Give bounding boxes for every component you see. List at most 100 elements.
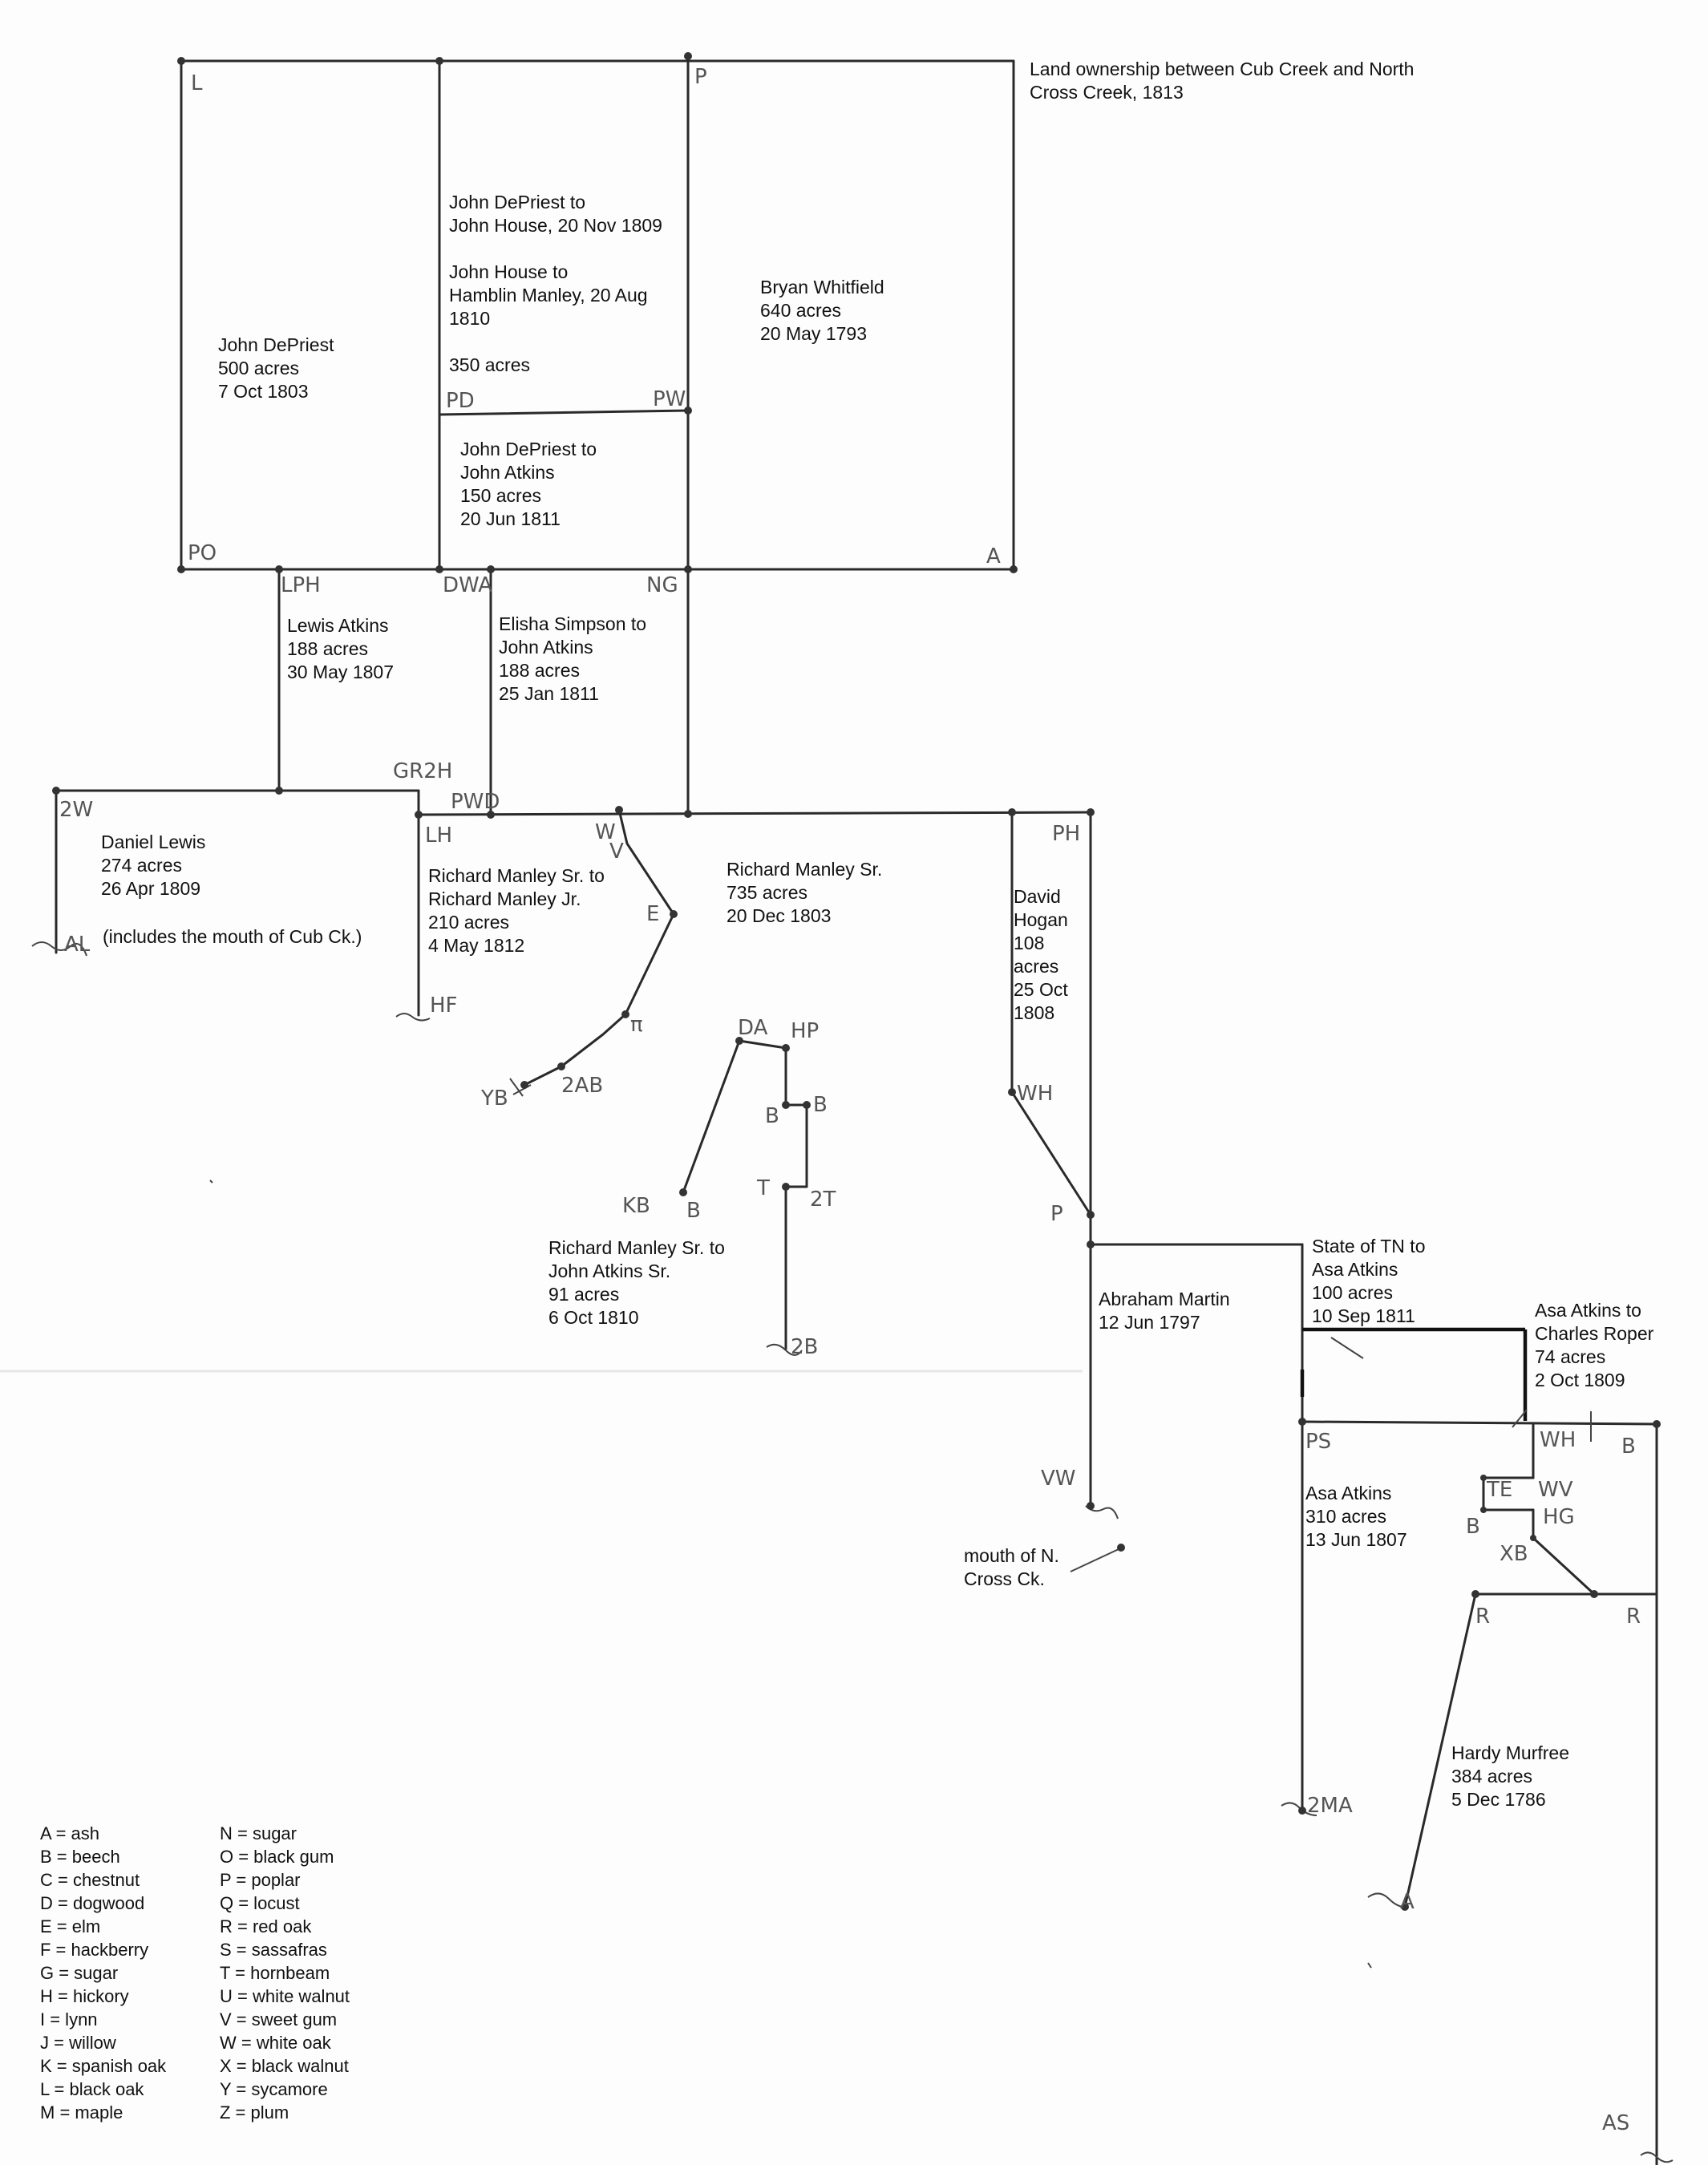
parcel-atkins-150: John DePriest to John Atkins 150 acres 2… xyxy=(460,439,597,529)
corner-label: PWD xyxy=(451,790,500,814)
corner-label: HG xyxy=(1543,1505,1575,1529)
corner-label: HP xyxy=(791,1019,819,1043)
corner-label: WV xyxy=(1538,1478,1573,1502)
house-atkins-line xyxy=(438,409,690,416)
manley-north xyxy=(417,811,1092,816)
legend-entry: Q = locust xyxy=(220,1893,300,1913)
corner-label: B xyxy=(765,1104,779,1128)
corner-label: 2T xyxy=(810,1188,836,1212)
legend-entry: F = hackberry xyxy=(40,1940,149,1960)
corner-label: KB xyxy=(622,1194,650,1218)
corner-label: AS xyxy=(1602,2111,1629,2135)
legend-entry: L = black oak xyxy=(40,2079,144,2099)
legend-entry: O = black gum xyxy=(220,1847,334,1867)
parcel-daniel-lewis: Daniel Lewis 274 acres 26 Apr 1809 xyxy=(101,832,206,899)
parcel-murfree: Hardy Murfree 384 acres 5 Dec 1786 xyxy=(1451,1742,1569,1810)
corner-label: 2AB xyxy=(561,1074,603,1098)
parcel-manley-jr: Richard Manley Sr. to Richard Manley Jr.… xyxy=(428,865,605,956)
map-title: Land ownership between Cub Creek and Nor… xyxy=(1030,59,1415,103)
corner-label: 2B xyxy=(791,1335,818,1359)
corner-label: P xyxy=(694,65,707,89)
corner-label: E xyxy=(646,902,659,926)
creek-mark-2ma xyxy=(1281,1802,1317,1816)
corner-label: LPH xyxy=(281,573,321,597)
corner-label: PW xyxy=(653,387,686,411)
corner-label: R xyxy=(1626,1605,1641,1629)
legend-entry: H = hickory xyxy=(40,1986,129,2006)
upper-outline xyxy=(180,59,1015,571)
corner-label: DA xyxy=(738,1016,768,1040)
legend-entry: S = sassafras xyxy=(220,1940,327,1960)
cub-creek-note: (includes the mouth of Cub Ck.) xyxy=(103,926,362,947)
corner-label: P xyxy=(1050,1202,1063,1226)
legend-entry: B = beech xyxy=(40,1847,120,1867)
hogan-diag xyxy=(1010,1091,1092,1216)
parcel-martin: Abraham Martin 12 Jun 1797 xyxy=(1099,1289,1230,1333)
corner-label: π xyxy=(630,1013,643,1037)
parcel-depriest: John DePriest 500 acres 7 Oct 1803 xyxy=(218,334,334,402)
corner-label: 2MA xyxy=(1307,1794,1353,1818)
creek-mark-wh xyxy=(1512,1409,1528,1428)
corner-label: HF xyxy=(430,993,458,1018)
parcel-simpson: Elisha Simpson to John Atkins 188 acres … xyxy=(499,613,647,704)
north-cross-mouth: mouth of N. Cross Ck. xyxy=(964,1545,1059,1589)
corner-label: WH xyxy=(1017,1082,1053,1106)
legend-entry: A = ash xyxy=(40,1823,100,1843)
upper-boundaries xyxy=(55,55,1304,1509)
parcel-asa-310: Asa Atkins 310 acres 13 Jun 1807 xyxy=(1305,1483,1407,1550)
corner-label: B xyxy=(686,1199,701,1223)
legend-entry: J = willow xyxy=(40,2033,116,2053)
speck-2 xyxy=(209,1180,213,1184)
creek-mark-as xyxy=(1640,2151,1674,2163)
corner-label: NG xyxy=(646,573,678,597)
creek-mark-hf xyxy=(395,1013,431,1022)
corner-labels: L P PO PD PW A LPH DWA NG GR2H 2W AL PWD… xyxy=(59,65,1641,2135)
legend-entry: U = white walnut xyxy=(220,1986,350,2006)
legend-entry: D = dogwood xyxy=(40,1893,145,1913)
corner-label: PS xyxy=(1305,1430,1331,1454)
lower-boundaries xyxy=(1300,1243,1658,2165)
corner-label: V xyxy=(609,840,624,864)
legend-entry: P = poplar xyxy=(220,1870,301,1890)
corner-label: PD xyxy=(446,389,475,413)
corner-label: YB xyxy=(480,1087,508,1111)
creek-mark-yb xyxy=(509,1078,532,1097)
corner-label: TE xyxy=(1486,1478,1512,1502)
legend-entry: I = lynn xyxy=(40,2009,98,2029)
corner-label: A xyxy=(1400,1890,1415,1914)
legend-entry: G = sugar xyxy=(40,1963,119,1983)
parcel-roper: Asa Atkins to Charles Roper 74 acres 2 O… xyxy=(1535,1300,1654,1390)
legend-entry: T = hornbeam xyxy=(220,1963,330,1983)
creek-mark-al xyxy=(31,941,87,957)
parcel-manley-sr: Richard Manley Sr. 735 acres 20 Dec 1803 xyxy=(727,859,883,926)
corner-label: B xyxy=(1621,1435,1636,1459)
legend-entry: X = black walnut xyxy=(220,2056,349,2076)
corner-label: PO xyxy=(188,541,217,565)
corner-label: B xyxy=(813,1093,828,1117)
r-a-line xyxy=(1403,1592,1477,1908)
corner-label: GR2H xyxy=(393,759,452,783)
parcel-atkins-91: Richard Manley Sr. to John Atkins Sr. 91… xyxy=(548,1237,725,1328)
corner-label: VW xyxy=(1041,1467,1076,1491)
corner-label: A xyxy=(986,544,1001,569)
parcel-house: John DePriest to John House, 20 Nov 1809… xyxy=(449,192,662,375)
legend-entry: R = red oak xyxy=(220,1916,312,1936)
ps-b-line xyxy=(1301,1420,1658,1426)
creek-mark-2b xyxy=(766,1343,803,1356)
legend-entry: K = spanish oak xyxy=(40,2056,167,2076)
corner-label: 2W xyxy=(59,798,93,822)
legend-entry: E = elm xyxy=(40,1916,101,1936)
xb-r-line xyxy=(1474,1536,1596,1596)
legend-right: N = sugar O = black gum P = poplar Q = l… xyxy=(220,1822,350,2124)
parcel-whitfield: Bryan Whitfield 640 acres 20 May 1793 xyxy=(760,277,884,344)
legend-entry: Z = plum xyxy=(220,2102,289,2123)
corner-label: WH xyxy=(1540,1428,1576,1452)
legend-entry: Y = sycamore xyxy=(220,2079,328,2099)
legend-entry: V = sweet gum xyxy=(220,2009,338,2029)
state-tick xyxy=(1330,1337,1364,1359)
corner-label: B xyxy=(1466,1515,1480,1539)
corner-label: DWA xyxy=(443,573,492,597)
parcel-hogan: David Hogan 108 acres 25 Oct 1808 xyxy=(1014,886,1068,1023)
